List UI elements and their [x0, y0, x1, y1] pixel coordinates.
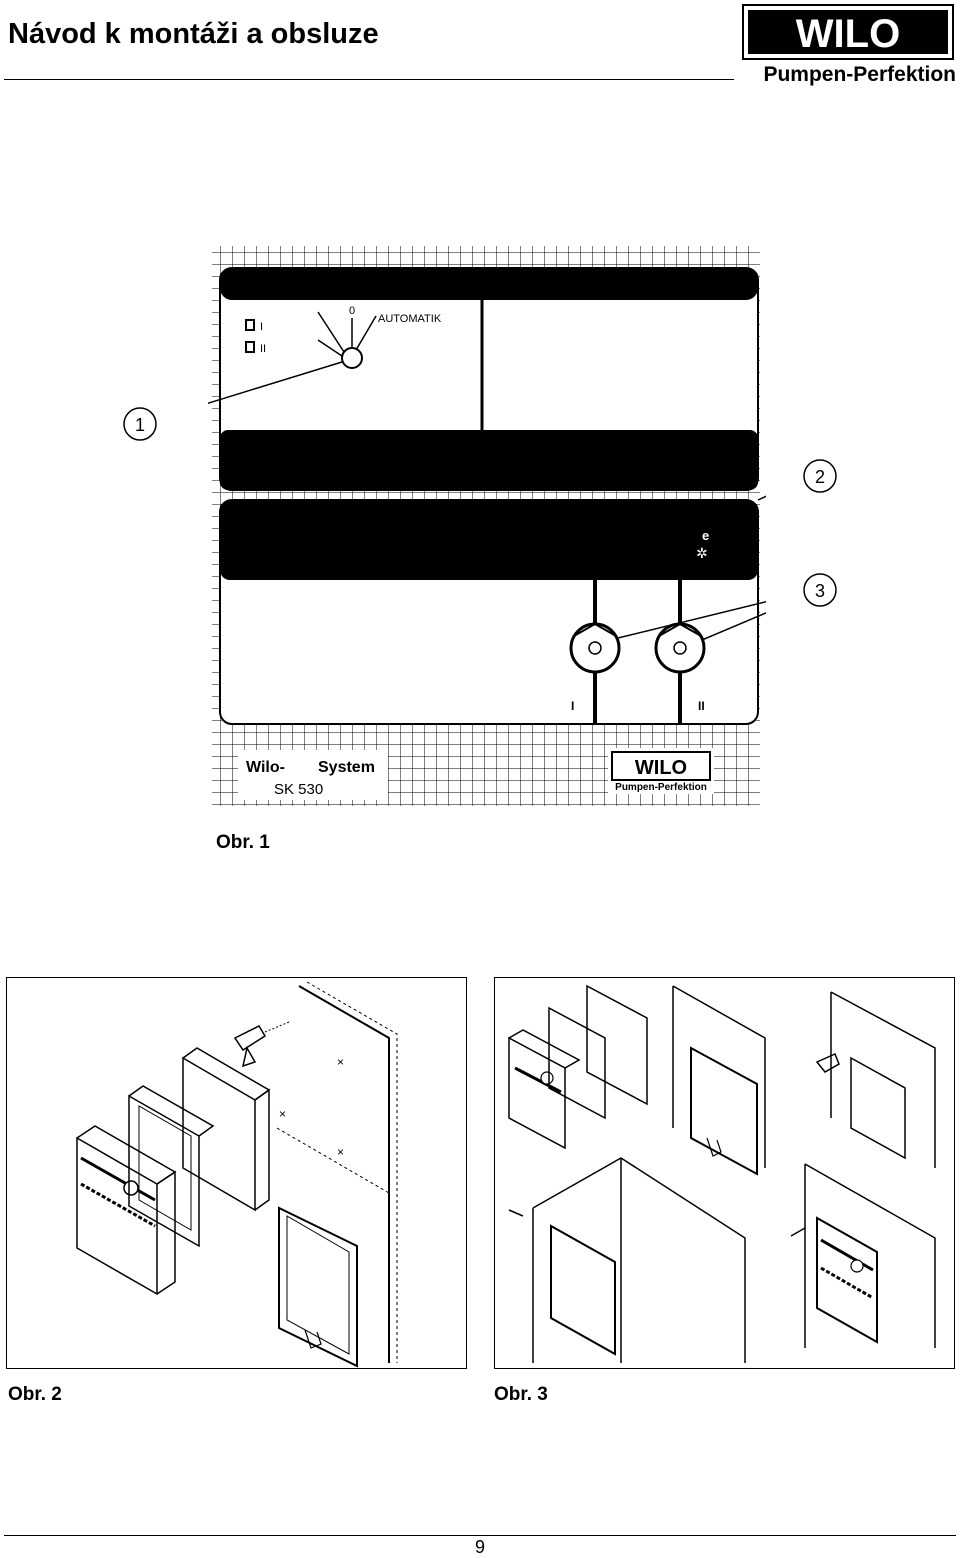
- svg-text:2: 2: [815, 467, 825, 487]
- brand-line1: Wilo-: [246, 759, 285, 776]
- switch-pos-automatik: AUTOMATIK: [378, 313, 442, 325]
- frame-top-left: [548, 1006, 606, 1120]
- svg-text:1: 1: [135, 415, 145, 435]
- callout-2: 2: [800, 456, 840, 501]
- figure-2-caption: Obr. 2: [8, 1384, 62, 1405]
- pump-ii-icon: [245, 341, 255, 353]
- mounted-unit-bottom-right: [816, 1216, 878, 1344]
- header-divider: [4, 79, 734, 80]
- lower-black-band: [220, 500, 758, 580]
- upper-black-band: [220, 268, 758, 300]
- svg-text:3: 3: [815, 581, 825, 601]
- cover-top-left: [508, 1029, 581, 1150]
- pump-label-i: I: [571, 699, 574, 713]
- figure-3-mounting-illustration: [494, 977, 955, 1369]
- hand-icon: [706, 1137, 722, 1157]
- figure-3-caption: Obr. 3: [494, 1384, 548, 1405]
- logo-text: WILO: [796, 12, 900, 56]
- box-top-left: [586, 984, 648, 1106]
- middle-frame: [128, 1085, 215, 1248]
- svg-text:×: ×: [337, 1055, 344, 1069]
- page-number: 9: [474, 1537, 485, 1557]
- drill-icon: [815, 1052, 840, 1073]
- hand-icon: [304, 1329, 322, 1349]
- svg-text:×: ×: [279, 1107, 286, 1121]
- middle-black-band: [220, 430, 758, 490]
- figure-1-control-box: 0 AUTOMATIK I II e ✲ I II Wilo- System S…: [159, 240, 807, 812]
- rear-box: [182, 1047, 271, 1212]
- mode-switch-icon: [341, 347, 363, 369]
- mounted-cover-bottom: [550, 1224, 616, 1356]
- brand-line2: System: [318, 759, 375, 776]
- figure-1-caption: Obr. 1: [216, 832, 270, 853]
- callout-3: 3: [800, 570, 840, 615]
- pump-label-ii: II: [698, 699, 705, 713]
- switch-pump-ii: II: [260, 343, 266, 355]
- drill-icon: [233, 1025, 267, 1052]
- mounted-frame: [278, 1206, 358, 1368]
- tagline: Pumpen-Perfektion: [763, 63, 956, 86]
- callout-1: 1: [120, 404, 160, 449]
- wilo-logo: WILO: [742, 4, 954, 60]
- plate-top-right: [850, 1056, 906, 1160]
- switch-pump-i: I: [260, 321, 263, 333]
- snowflake-icon: ✲: [696, 545, 708, 561]
- small-tagline: Pumpen-Perfektion: [615, 782, 707, 793]
- footer-divider: [4, 1535, 956, 1536]
- model-label: SK 530: [274, 781, 323, 798]
- mounted-frame-top: [690, 1046, 758, 1176]
- svg-text:×: ×: [337, 1145, 344, 1159]
- document-title: Návod k montáži a obsluze: [8, 18, 379, 50]
- switch-pos-0: 0: [349, 305, 355, 317]
- brand-plate: [238, 750, 388, 800]
- figure-2-mounting-illustration: × × ×: [6, 977, 467, 1369]
- small-logo-text: WILO: [635, 757, 687, 779]
- pump-i-icon: [245, 319, 255, 331]
- indicator-symbol: e: [702, 528, 709, 543]
